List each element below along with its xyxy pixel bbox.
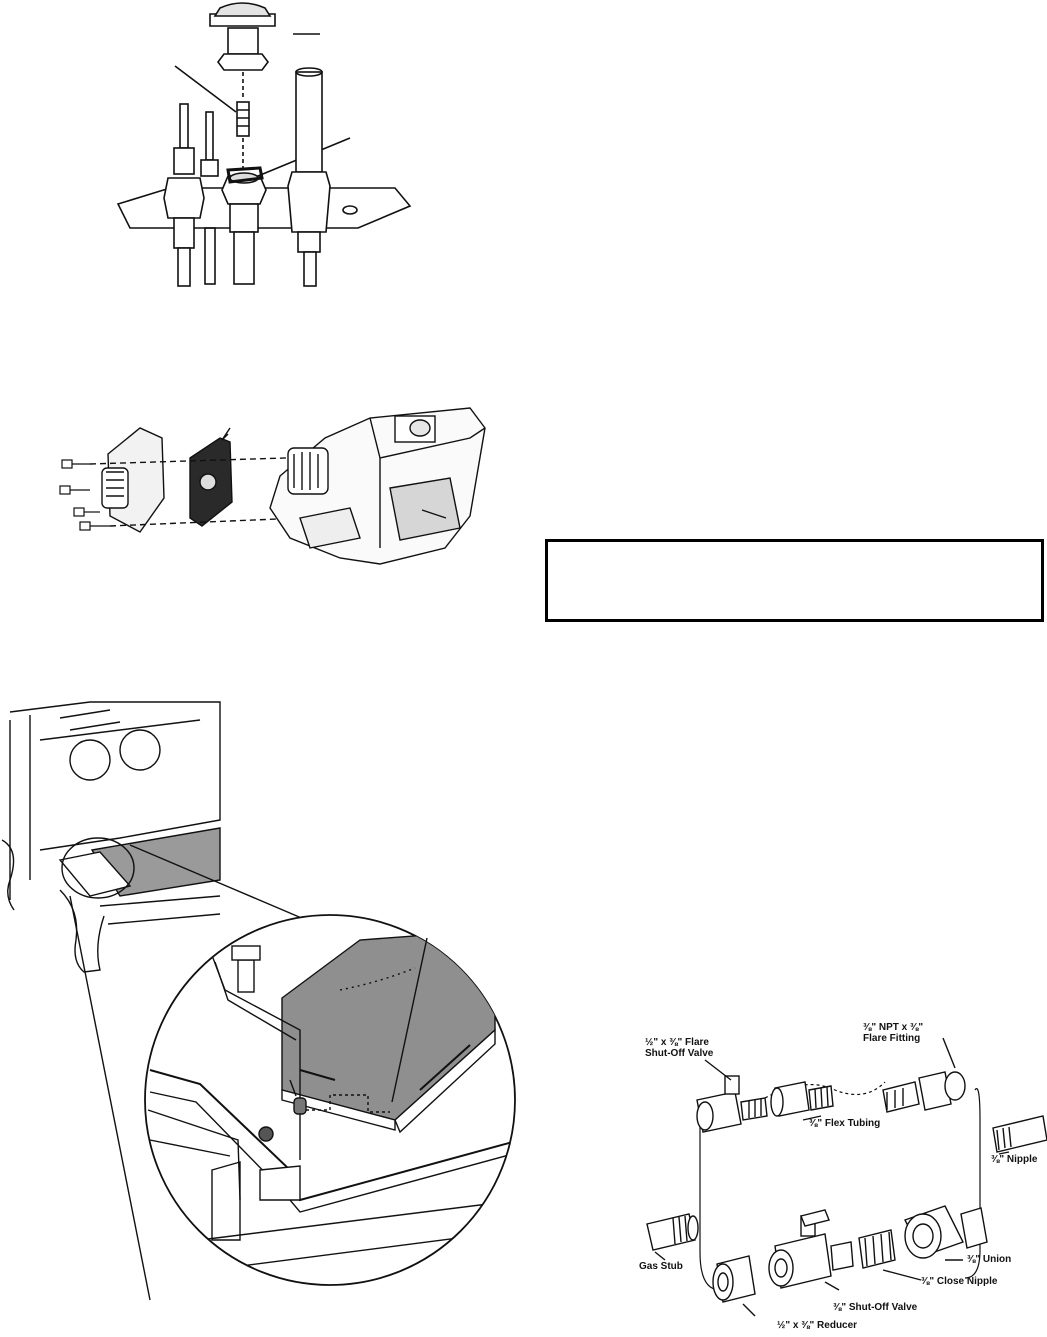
flare-shutoff-valve-shape (696, 1075, 768, 1133)
label-union: ⅜" Union (967, 1254, 1012, 1265)
label-shutoff-valve: ⅜" Shut-Off Valve (833, 1302, 918, 1313)
label-nipple: ⅜" Nipple (991, 1154, 1038, 1165)
label-close-nipple: ⅜" Close Nipple (921, 1276, 998, 1287)
label-flare-shutoff-valve: ½" x ⅜" Flare Shut-Off Valve (645, 1037, 714, 1059)
label-npt-flare-fitting: ⅜" NPT x ⅜" Flare Fitting (863, 1022, 924, 1044)
pilot-assembly-drawing (116, 2, 412, 287)
notice-box (545, 539, 1044, 622)
gas-connection-figure: ½" x ⅜" Flare Shut-Off Valve ⅜" NPT x ⅜"… (625, 1020, 1047, 1337)
gas-valve-drawing (59, 407, 486, 565)
label-gas-stub: Gas Stub (639, 1261, 683, 1272)
label-reducer: ½" x ⅜" Reducer (777, 1320, 858, 1331)
burner-detail-figure (0, 700, 520, 1337)
pilot-assembly-figure (110, 0, 430, 295)
label-flex-tubing: ⅜" Flex Tubing (809, 1118, 881, 1129)
burner-detail-drawing (1, 701, 516, 1301)
gas-connection-drawing (646, 1037, 1047, 1317)
gas-valve-figure (50, 398, 490, 580)
